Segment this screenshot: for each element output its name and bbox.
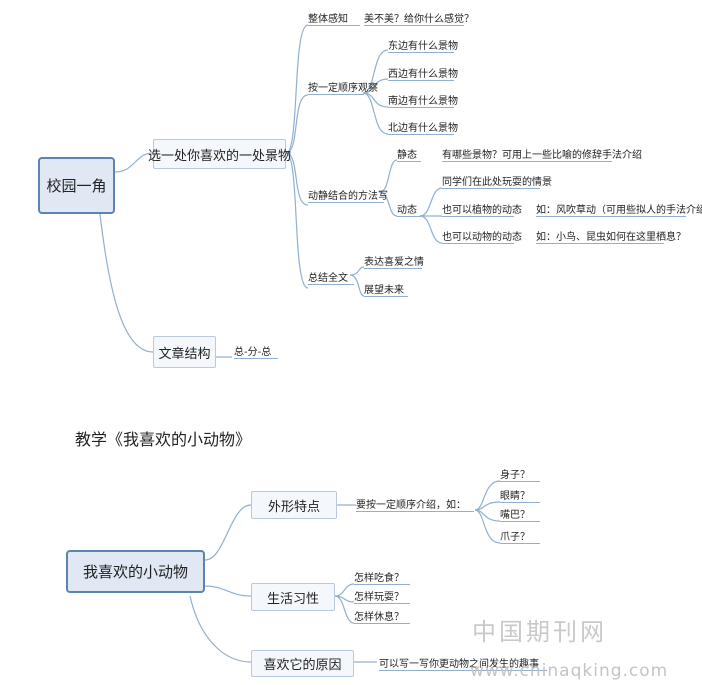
branch-reason: 喜欢它的原因 <box>251 650 354 677</box>
leaf-south-scenery: 南边有什么景物 <box>388 91 458 108</box>
leaf-plant-dynamics-note: 如：风吹草动（可用些拟人的手法介绍） <box>536 200 702 217</box>
leaf-observe-in-order: 按一定顺序观察 <box>308 78 378 95</box>
leaf-claws: 爪子？ <box>500 527 540 544</box>
leaf-mouth: 嘴巴？ <box>500 505 540 522</box>
leaf-overall-note: 美不美？给你什么感觉？ <box>364 9 474 26</box>
leaf-structure-note: 总-分-总 <box>234 342 278 359</box>
leaf-how-play: 怎样玩耍？ <box>354 587 410 604</box>
leaf-animal-dynamics: 也可以动物的动态 <box>442 227 522 244</box>
leaf-west-scenery: 西边有什么景物 <box>388 64 458 81</box>
leaf-students-playing: 同学们在此处玩耍的情景 <box>442 172 552 189</box>
leaf-eyes: 眼睛？ <box>500 486 540 503</box>
leaf-static-dynamic-method: 动静结合的方法写 <box>308 186 388 203</box>
leaf-overall-perception: 整体感知 <box>308 9 360 26</box>
leaf-reason-note: 可以写一写你更动物之间发生的趣事 <box>379 654 547 671</box>
watermark-url: www.chinaqking.com <box>470 661 669 681</box>
leaf-how-eat: 怎样吃食？ <box>354 568 410 585</box>
section-heading: 教学《我喜欢的小动物》 <box>75 430 252 449</box>
branch-article-structure: 文章结构 <box>153 336 216 368</box>
leaf-summary: 总结全文 <box>308 268 354 285</box>
leaf-animal-dynamics-note: 如：小鸟、昆虫如何在这里栖息？ <box>536 227 686 244</box>
branch-habits: 生活习性 <box>251 583 335 611</box>
leaf-static: 静态 <box>397 145 421 162</box>
branch-appearance: 外形特点 <box>251 491 337 519</box>
leaf-east-scenery: 东边有什么景物 <box>388 36 458 53</box>
leaf-north-scenery: 北边有什么景物 <box>388 118 458 135</box>
leaf-appearance-note: 要按一定顺序介绍，如： <box>356 495 474 512</box>
leaf-look-ahead: 展望未来 <box>364 280 408 297</box>
leaf-dynamic: 动态 <box>397 200 421 217</box>
leaf-static-note: 有哪些景物？可用上一些比喻的修辞手法介绍 <box>442 145 642 162</box>
watermark-logo-text: 中国期刊网 <box>472 618 607 646</box>
root-node-favorite-animal: 我喜欢的小动物 <box>66 550 205 593</box>
leaf-body: 身子？ <box>500 465 540 482</box>
leaf-plant-dynamics: 也可以植物的动态 <box>442 200 522 217</box>
branch-choose-scene: 选一处你喜欢的一处景物 <box>148 139 291 169</box>
leaf-how-rest: 怎样休息？ <box>354 607 410 624</box>
root-node-campus-corner: 校园一角 <box>38 157 115 214</box>
leaf-express-love: 表达喜爱之情 <box>364 252 424 269</box>
